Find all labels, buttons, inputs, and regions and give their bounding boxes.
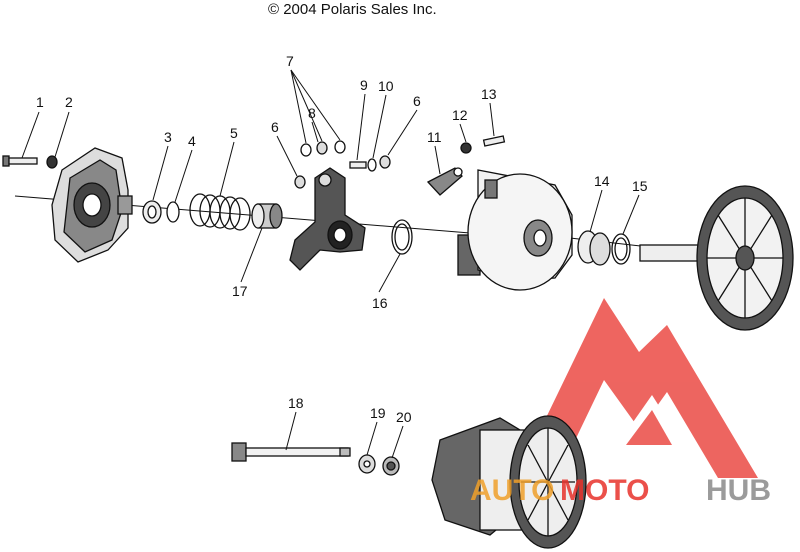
part-washer-10 (367, 158, 377, 172)
callout-6b: 6 (413, 93, 421, 109)
callout-8: 8 (308, 105, 316, 121)
callout-16: 16 (372, 295, 388, 311)
callout-10: 10 (378, 78, 394, 94)
part-nut-20 (382, 456, 400, 476)
callout-1: 1 (36, 94, 44, 110)
callout-11: 11 (427, 129, 442, 145)
part-moveable-sheave (457, 169, 573, 291)
callout-9: 9 (360, 77, 368, 93)
callout-4: 4 (188, 133, 196, 149)
callout-labels: 1 2 3 4 5 6 7 8 9 10 6 11 12 13 14 15 16… (36, 53, 648, 425)
part-bolt-1 (2, 155, 38, 167)
part-spider (289, 167, 366, 271)
watermark-part-3: HUB (706, 474, 771, 507)
part-pin-13 (482, 135, 506, 147)
watermark-part-1: AUTO (470, 474, 554, 507)
part-drive-cover (51, 147, 133, 263)
part-ring-15 (611, 233, 631, 265)
part-nut-12 (460, 142, 472, 154)
callout-13: 13 (481, 86, 497, 102)
callout-19: 19 (370, 405, 386, 421)
callout-18: 18 (288, 395, 304, 411)
callout-14: 14 (594, 173, 610, 189)
leader-lines (21, 69, 640, 459)
callout-2: 2 (65, 94, 73, 110)
watermark-logo (528, 298, 758, 478)
callout-15: 15 (632, 178, 648, 194)
part-rollers (294, 140, 346, 189)
part-ring-3 (142, 200, 162, 224)
callout-20: 20 (396, 409, 412, 425)
part-ring-4 (166, 201, 180, 223)
watermark-text: AUTO MOTO HUB (470, 474, 771, 507)
callout-17: 17 (232, 283, 248, 299)
callout-3: 3 (164, 129, 172, 145)
copyright-text: © 2004 Polaris Sales Inc. (268, 1, 437, 18)
part-roller-6 (379, 155, 391, 169)
part-flyweight-11 (426, 167, 463, 196)
callout-12: 12 (452, 107, 468, 123)
part-pin-9 (349, 161, 367, 169)
part-clutch-assembly (431, 415, 587, 549)
part-bushing-17 (251, 203, 283, 229)
part-washer-2 (46, 155, 58, 169)
part-ring-16 (391, 219, 413, 255)
callout-5: 5 (230, 125, 238, 141)
part-bolt-18 (231, 442, 351, 462)
callout-6a: 6 (271, 119, 279, 135)
part-spring-5 (189, 193, 251, 231)
watermark-part-2: MOTO (560, 474, 649, 507)
part-fixed-sheave (639, 185, 794, 331)
part-bushing-14 (577, 230, 611, 266)
part-washer-19 (358, 454, 376, 474)
callout-7: 7 (286, 53, 294, 69)
